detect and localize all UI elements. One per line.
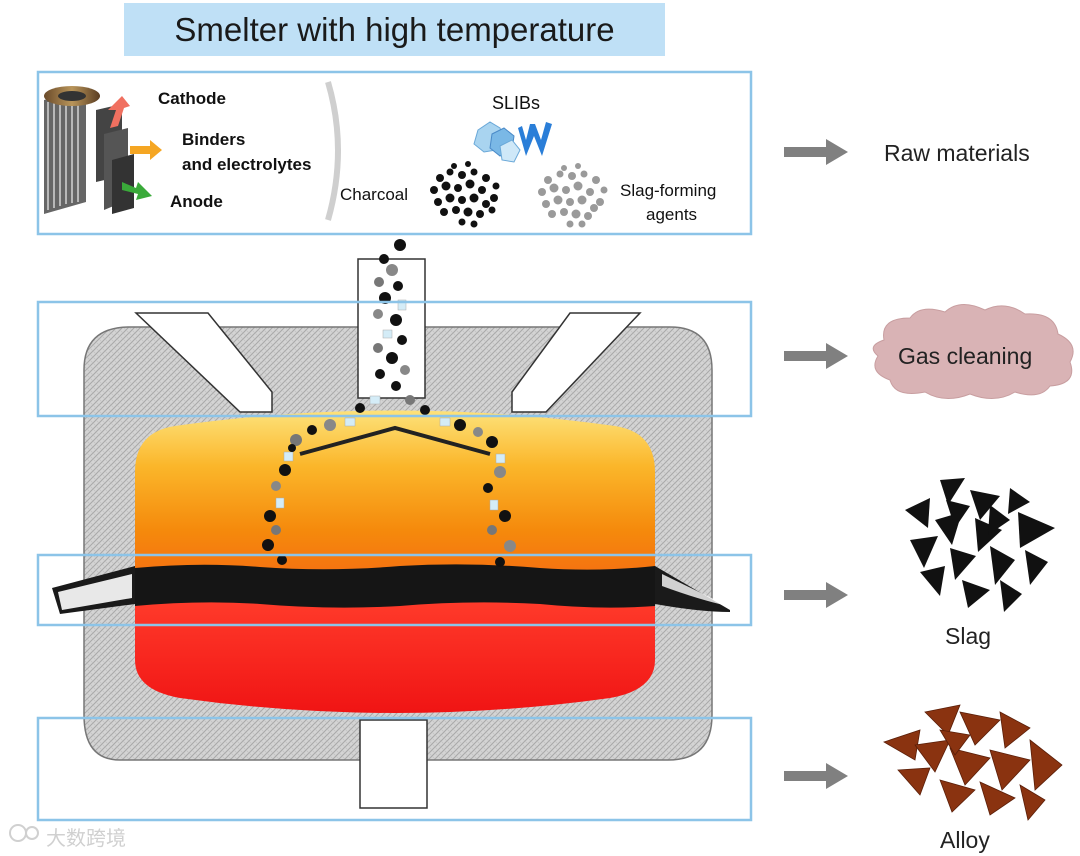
binders-label-line2: and electrolytes [182,155,312,174]
slibs-icon [473,121,552,163]
output-arrows [784,139,848,789]
diagram-title-text: Smelter with high temperature [174,10,615,48]
anode-arrow-icon [122,182,152,200]
anode-label: Anode [170,192,223,211]
watermark-logo-icon [9,824,39,842]
binder-arrow-icon [130,140,162,160]
battery-illustration [44,86,162,214]
gas-cleaning-label: Gas cleaning [898,343,1033,369]
charcoal-label: Charcoal [340,185,409,204]
cathode-label: Cathode [158,89,226,108]
alloy-icon [883,704,1063,821]
slag-forming-label-line1: Slag-forming [620,181,717,200]
gas-cloud-icon [872,304,1074,399]
material-particles [262,239,516,567]
alloy-arrow-icon [784,763,848,789]
slag-label: Slag [945,623,992,649]
stage-boxes [36,70,753,822]
gas-arrow-icon [784,343,848,369]
watermark-text: 大数跨境 [46,828,126,850]
slag-forming-agents-icon [538,163,608,228]
slag-box [36,553,753,627]
charcoal-icon [430,161,500,228]
top-box-divider [325,81,341,221]
raw-arrow-icon [784,139,848,165]
alloy-label: Alloy [940,827,990,853]
diagram-title: Smelter with high temperature [124,3,665,56]
gas-box [36,300,753,418]
slag-forming-label-line2: agents [646,205,698,224]
binders-label-line1: Binders [182,130,246,149]
alloy-box [36,716,753,822]
raw-materials-box [36,70,753,236]
slibs-label: SLIBs [492,93,541,113]
furnace [52,258,730,809]
raw-materials-label: Raw materials [884,140,1030,166]
cathode-arrow-icon [108,96,130,128]
slag-arrow-icon [784,582,848,608]
slag-icon [905,478,1055,612]
